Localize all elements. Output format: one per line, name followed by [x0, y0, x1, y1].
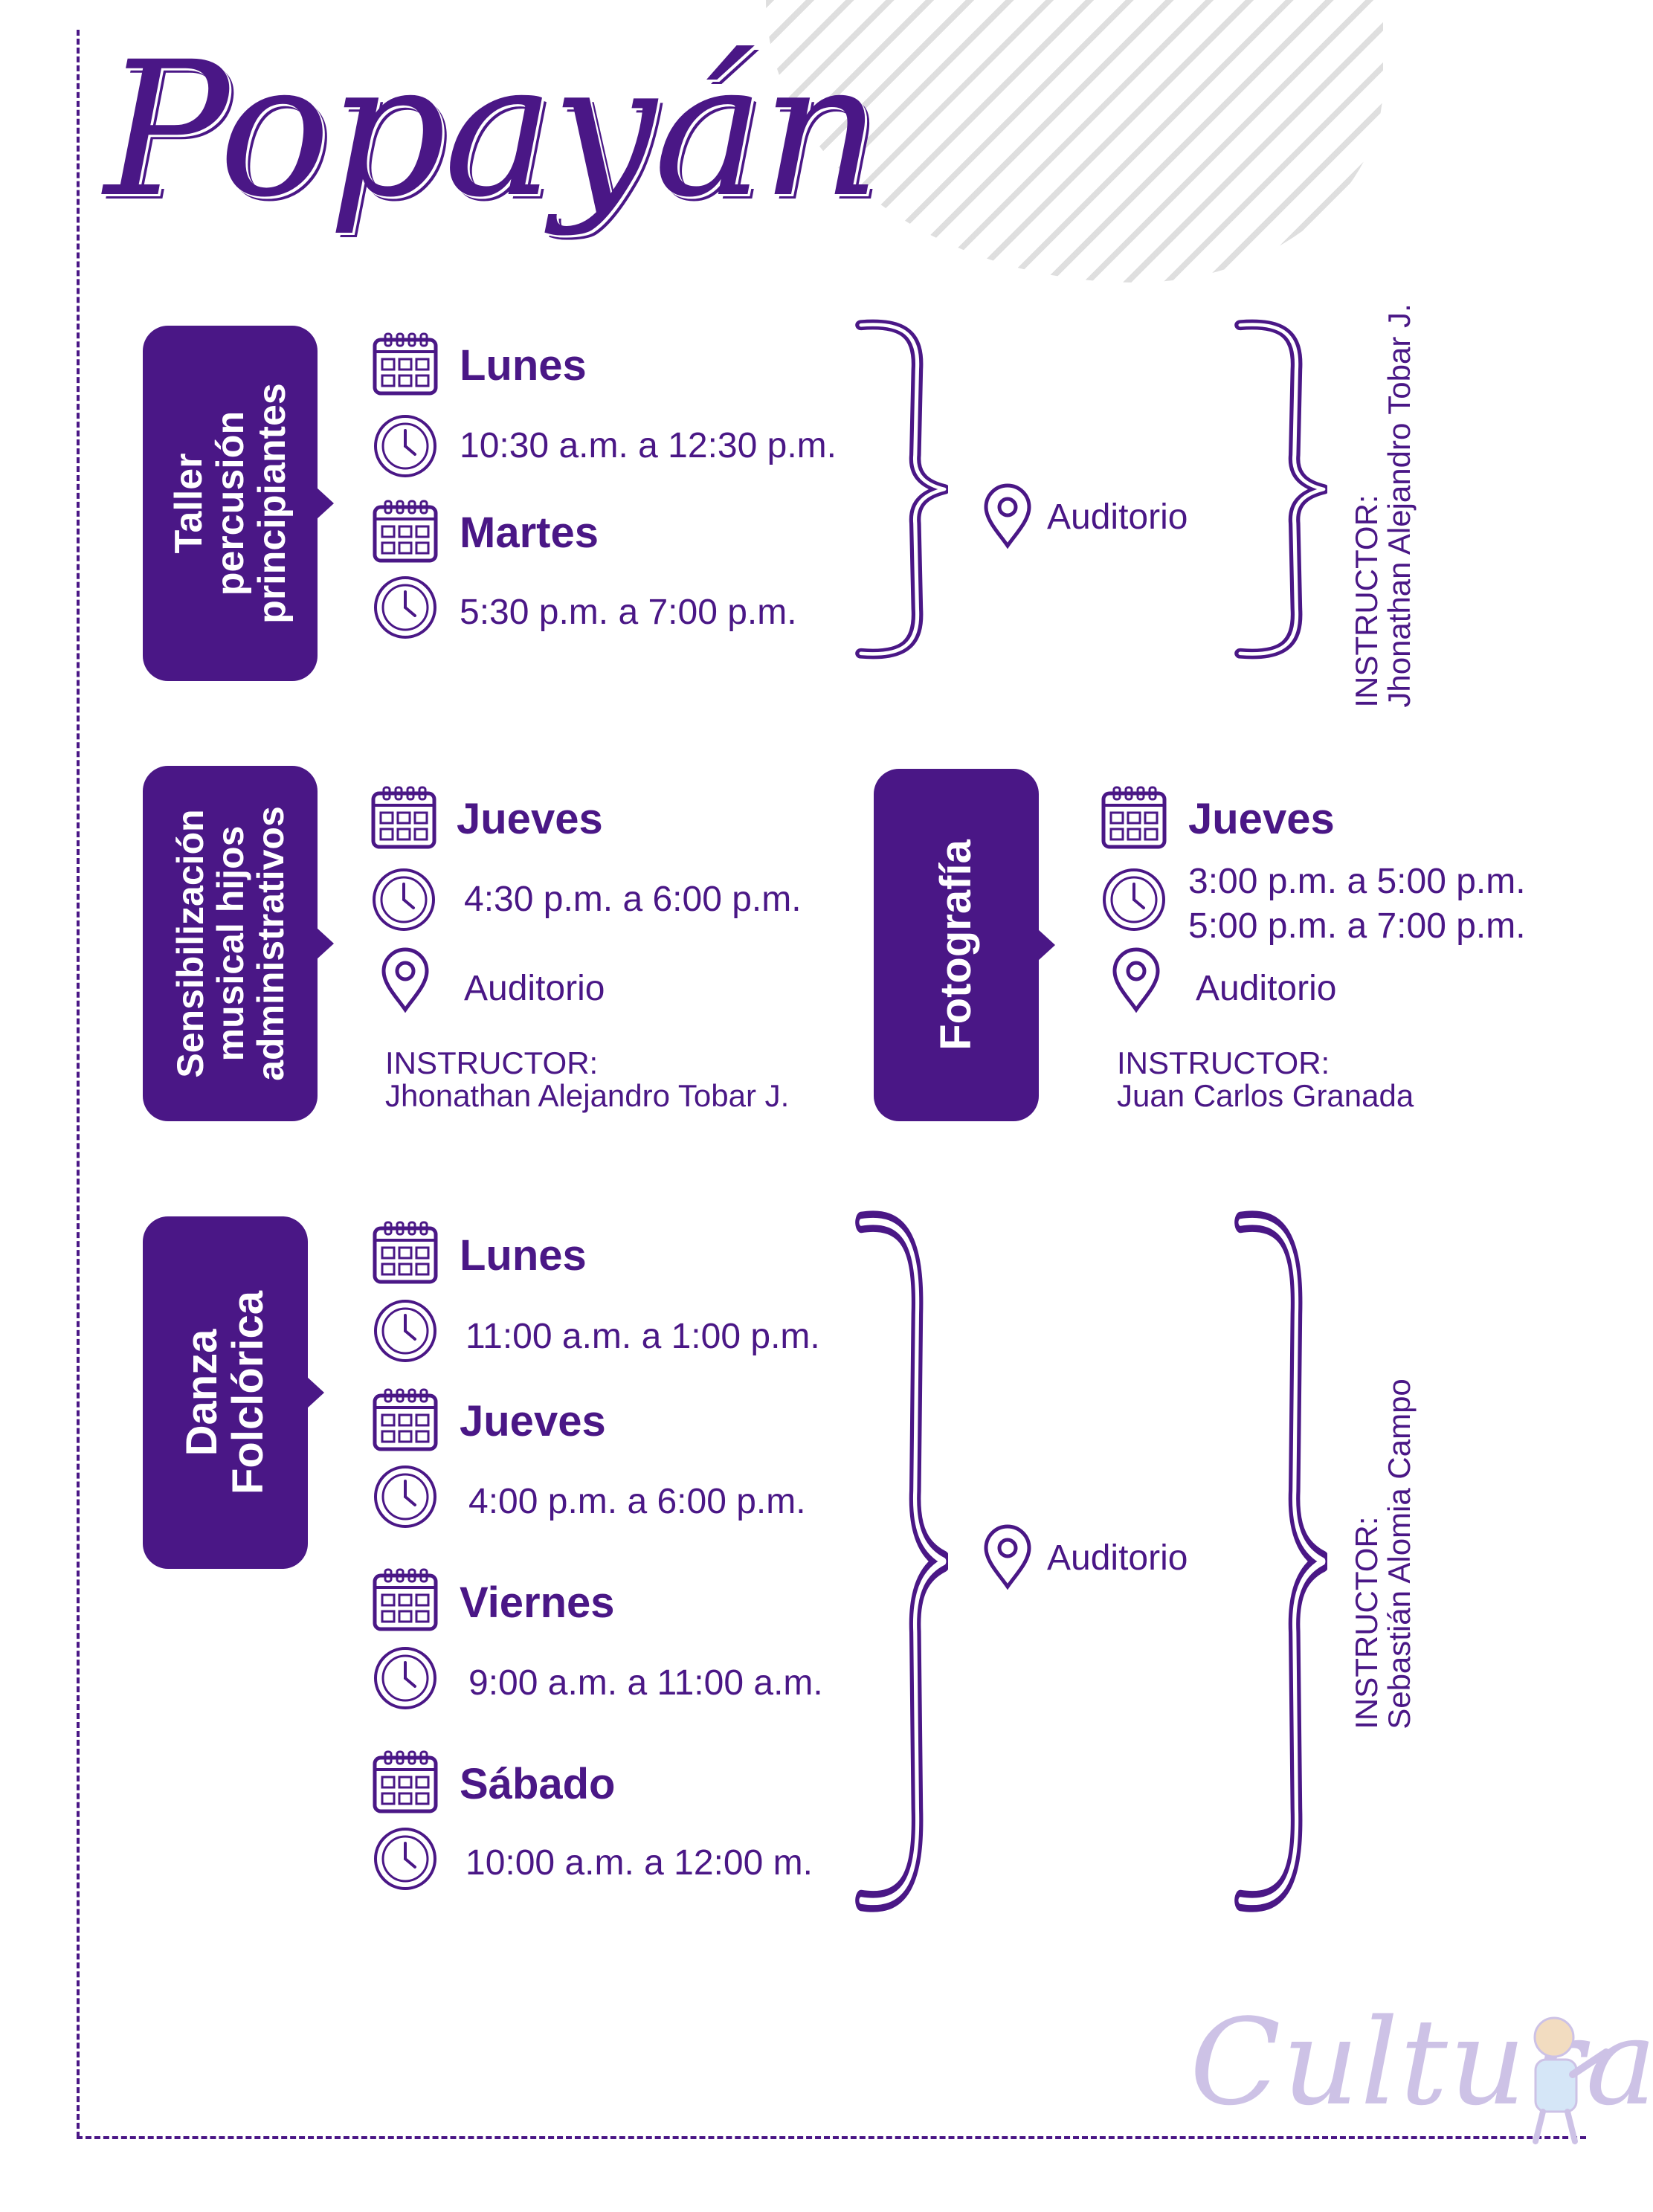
dashed-border-bottom	[77, 2136, 1586, 2139]
time-label: 5:00 p.m. a 7:00 p.m.	[1188, 906, 1526, 946]
brace-right	[851, 318, 948, 660]
badge-sensibilizacion-musical: Sensibilización musical hijos administra…	[143, 766, 334, 1121]
clock-icon	[372, 574, 439, 641]
clock-icon	[372, 1463, 439, 1530]
calendar-icon	[370, 784, 437, 851]
day-label: Viernes	[460, 1579, 615, 1627]
location-pin-icon	[372, 946, 439, 1013]
instructor-vertical: INSTRUCTOR: Sebastián Alomia Campo	[1349, 1379, 1417, 1729]
location-label: Auditorio	[464, 969, 605, 1008]
badge-fotografia: Fotografía	[874, 769, 1055, 1121]
location-pin-icon	[974, 482, 1041, 549]
badge-label: Danza Folclórica	[178, 1291, 272, 1494]
instructor-block: INSTRUCTOR: Jhonathan Alejandro Tobar J.	[385, 1045, 790, 1113]
brace-right	[1231, 1208, 1327, 1915]
calendar-icon	[372, 1567, 439, 1634]
calendar-icon	[372, 1387, 439, 1454]
day-label: Martes	[460, 509, 599, 557]
mascot-icon	[1533, 2016, 1610, 2144]
location-pin-icon	[1103, 946, 1170, 1013]
clock-icon	[1101, 866, 1167, 933]
time-label: 4:30 p.m. a 6:00 p.m.	[464, 880, 802, 919]
instructor-block: INSTRUCTOR: Juan Carlos Granada	[1117, 1045, 1414, 1113]
day-label: Lunes	[460, 1231, 587, 1280]
badge-taller-percusion: Taller percusión principiantes	[143, 326, 334, 681]
badge-label: Fotografía	[932, 839, 980, 1051]
brace-right	[851, 1208, 948, 1915]
time-label: 9:00 a.m. a 11:00 a.m.	[468, 1663, 823, 1703]
badge-label: Sensibilización musical hijos administra…	[169, 806, 291, 1081]
day-label: Lunes	[460, 341, 587, 390]
calendar-icon	[1101, 784, 1167, 851]
location-label: Auditorio	[1047, 1538, 1188, 1578]
time-label: 3:00 p.m. a 5:00 p.m.	[1188, 862, 1526, 901]
day-label: Sábado	[460, 1760, 616, 1808]
time-label: 4:00 p.m. a 6:00 p.m.	[468, 1482, 806, 1521]
location-label: Auditorio	[1047, 497, 1188, 537]
day-label: Jueves	[457, 795, 603, 843]
calendar-icon	[372, 1749, 439, 1816]
badge-danza-folclorica: Danza Folclórica	[143, 1216, 324, 1569]
clock-icon	[372, 1645, 439, 1712]
location-pin-icon	[974, 1523, 1041, 1590]
page-title: Popayán	[104, 22, 881, 238]
calendar-icon	[372, 498, 439, 565]
clock-icon	[370, 866, 437, 933]
badge-label: Taller percusión principiantes	[167, 383, 294, 624]
location-label: Auditorio	[1196, 969, 1337, 1008]
day-label: Jueves	[460, 1397, 606, 1445]
time-label: 10:00 a.m. a 12:00 m.	[465, 1843, 813, 1883]
brace-right	[1231, 318, 1327, 660]
instructor-vertical: INSTRUCTOR: Jhonathan Alejandro Tobar J.	[1349, 303, 1417, 708]
dashed-border-left	[77, 30, 80, 2138]
cultura-logo: Cultura	[1190, 1993, 1653, 2132]
time-label: 5:30 p.m. a 7:00 p.m.	[460, 593, 797, 632]
clock-icon	[372, 1825, 439, 1892]
clock-icon	[372, 1297, 439, 1364]
calendar-icon	[372, 1219, 439, 1286]
day-label: Jueves	[1188, 795, 1335, 843]
calendar-icon	[372, 331, 439, 398]
clock-icon	[372, 413, 439, 480]
time-label: 10:30 a.m. a 12:30 p.m.	[460, 426, 837, 465]
time-label: 11:00 a.m. a 1:00 p.m.	[465, 1317, 820, 1356]
